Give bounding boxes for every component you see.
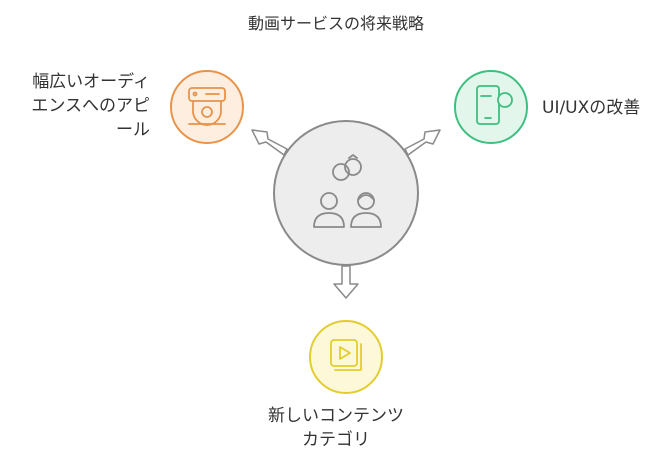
arrow-to-right	[404, 129, 441, 156]
node-left-label-line-1: 幅広いオーディ	[32, 72, 150, 92]
diagram-title: 動画サービスの将来戦略	[247, 14, 424, 33]
node-bottom-circle	[309, 320, 383, 394]
arrow-to-bottom	[333, 265, 359, 299]
node-bottom-label-line-1: 新しいコンテンツ	[268, 406, 404, 426]
node-right-label-line-1: UI/UXの改善	[542, 98, 641, 118]
node-right	[454, 70, 528, 144]
node-right-circle	[454, 70, 528, 144]
node-left-label-line-2: エンスへのアピ	[31, 96, 150, 116]
node-bottom	[309, 320, 383, 394]
node-left-label-line-3: ール	[116, 120, 150, 140]
node-left	[170, 70, 244, 144]
center-circle	[273, 120, 419, 266]
people-ideas-icon	[313, 154, 382, 228]
node-right-label: UI/UXの改善	[542, 96, 640, 120]
video-play-icon	[330, 339, 362, 371]
node-left-label: 幅広いオーディ エンスへのアピ ール	[31, 70, 150, 142]
node-bottom-label-line-2: カテゴリ	[302, 430, 370, 450]
arrow-to-left	[251, 129, 288, 156]
center-hub	[273, 120, 419, 266]
cctv-camera-icon	[188, 87, 226, 126]
device-ui-icon	[476, 85, 513, 125]
node-bottom-label: 新しいコンテンツ カテゴリ	[0, 404, 672, 452]
